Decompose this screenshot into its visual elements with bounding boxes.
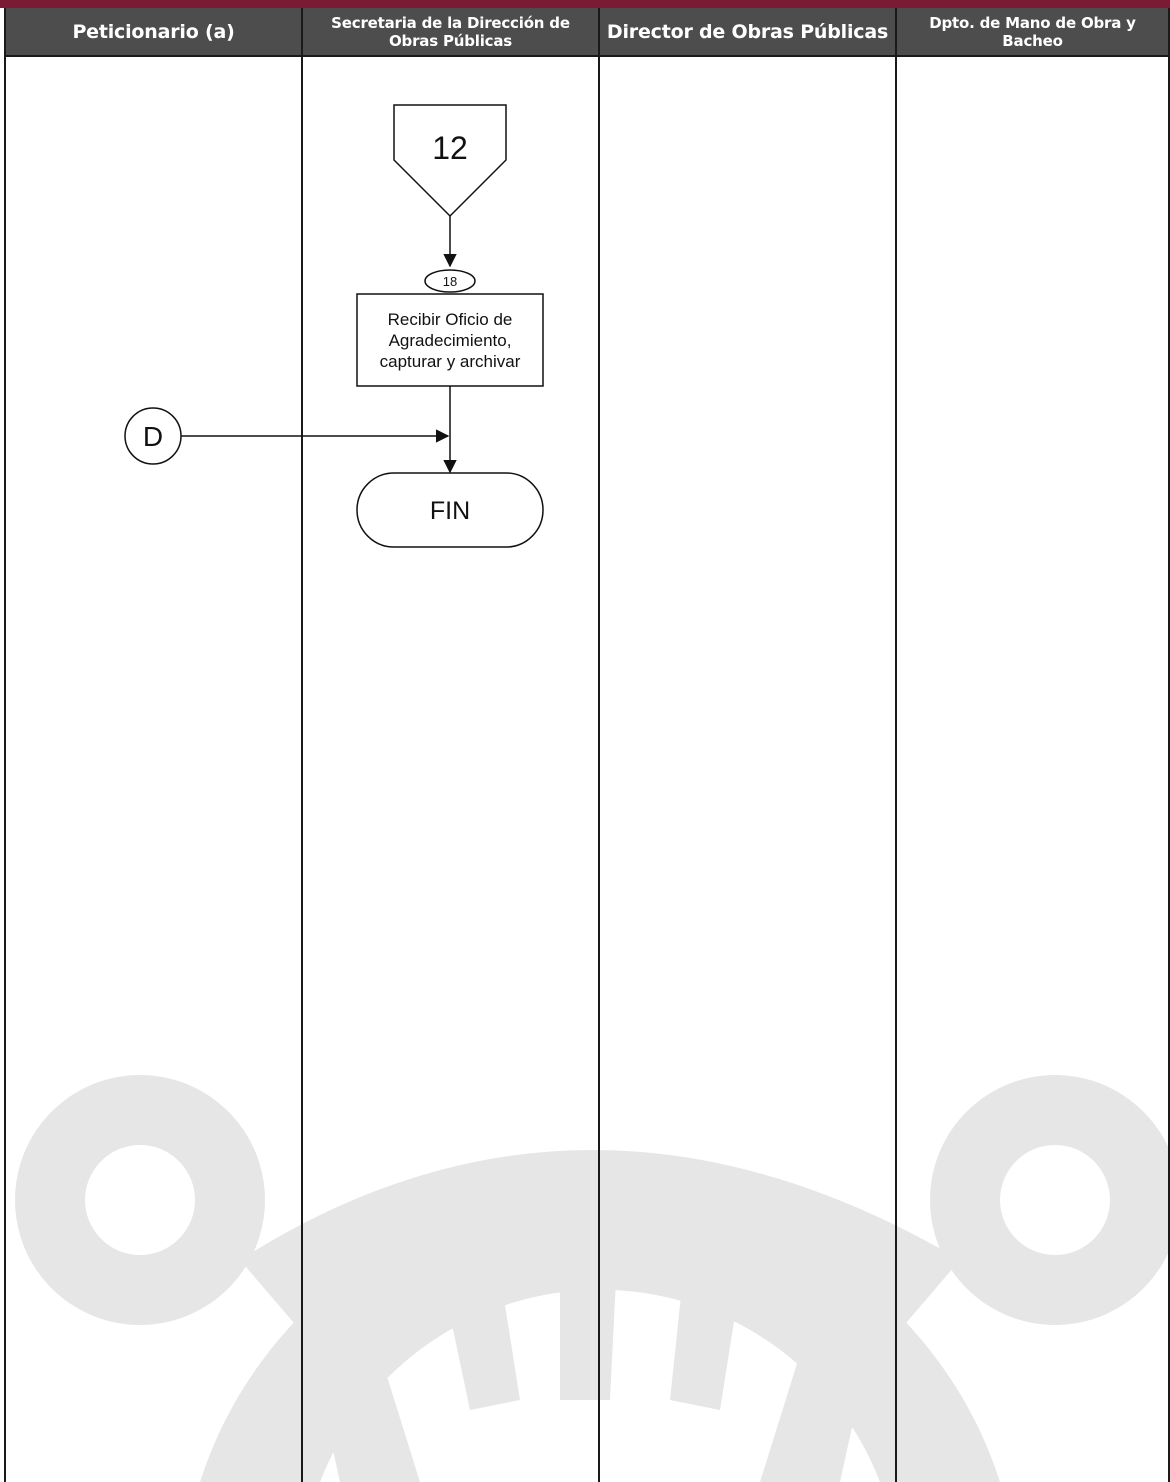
connector-d-label: D — [143, 421, 163, 452]
step-number-badge: 18 — [425, 270, 475, 292]
activity-line-3: capturar y archivar — [380, 352, 521, 371]
step-number-label: 18 — [443, 274, 457, 289]
activity-line-1: Recibir Oficio de — [388, 310, 513, 329]
activity-box: Recibir Oficio de Agradecimiento, captur… — [357, 294, 543, 386]
offpage-connector-12: 12 — [394, 105, 506, 216]
terminator-label: FIN — [430, 497, 470, 525]
terminator-fin: FIN — [357, 473, 543, 547]
connector-d: D — [125, 408, 181, 464]
activity-line-2: Agradecimiento, — [389, 331, 512, 350]
offpage-connector-label: 12 — [432, 130, 468, 166]
